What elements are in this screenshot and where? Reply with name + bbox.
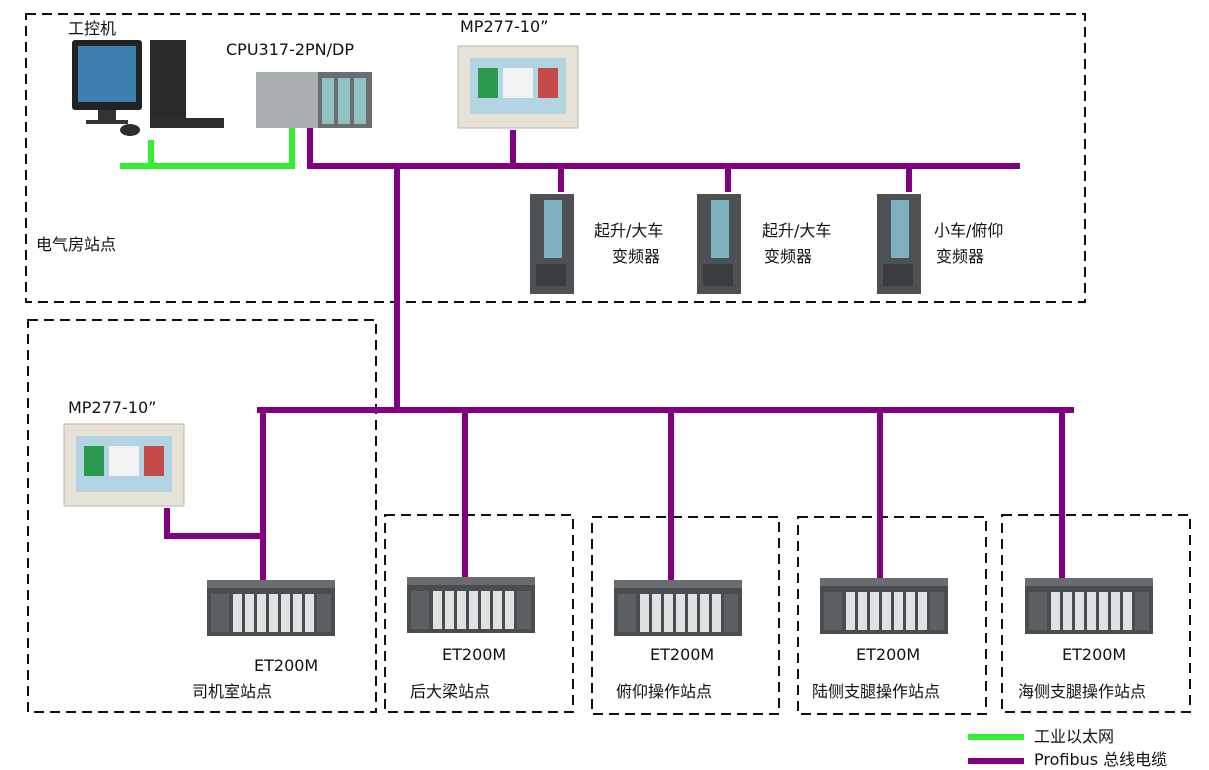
et2-label: ET200M <box>442 645 507 664</box>
vfd2-label-line1: 起升/大车 <box>762 221 832 240</box>
vfd3-label-line1: 小车/俯仰 <box>934 221 1004 240</box>
et5-icon <box>1025 578 1153 634</box>
cpu-label: CPU317-2PN/DP <box>226 40 354 59</box>
luffing-label: 俯仰操作站点 <box>616 682 713 701</box>
et1-label: ET200M <box>254 656 319 675</box>
ipc-computer-icon <box>72 40 224 136</box>
ethernet-line <box>120 128 295 169</box>
et4-label: ET200M <box>856 645 921 664</box>
legend-profibus-label: Profibus 总线电缆 <box>1034 750 1168 769</box>
hmi-top-icon <box>457 45 579 129</box>
et1-icon <box>207 580 335 636</box>
vfd1-label-line2: 变频器 <box>612 247 661 266</box>
cpu-rack-icon <box>256 72 372 128</box>
sea-leg-label: 海侧支腿操作站点 <box>1018 682 1147 701</box>
et3-label: ET200M <box>650 645 715 664</box>
vfd3-icon <box>877 194 921 294</box>
vfd2-icon <box>697 194 741 294</box>
et2-icon <box>407 577 535 633</box>
electrical-room-box <box>25 13 1086 303</box>
legend-profibus-swatch <box>968 758 1024 764</box>
legend-ethernet-swatch <box>968 734 1024 740</box>
et3-icon <box>614 580 742 636</box>
land-leg-label: 陆侧支腿操作站点 <box>812 682 941 701</box>
profibus-network <box>164 128 1074 582</box>
vfd1-icon <box>530 194 574 294</box>
legend-ethernet-label: 工业以太网 <box>1034 727 1115 746</box>
et5-label: ET200M <box>1062 645 1127 664</box>
hmi-left-icon <box>63 423 185 507</box>
et4-icon <box>820 578 948 634</box>
hmi-top-label: MP277-10” <box>460 17 549 36</box>
vfd1-label-line1: 起升/大车 <box>594 221 664 240</box>
driver-cab-label: 司机室站点 <box>192 682 273 701</box>
rear-girder-label: 后大梁站点 <box>410 682 491 701</box>
vfd3-label-line2: 变频器 <box>936 247 985 266</box>
electrical-room-label: 电气房站点 <box>36 235 117 254</box>
vfd2-label-line2: 变频器 <box>764 247 813 266</box>
hmi-left-label: MP277-10” <box>68 398 157 417</box>
ipc-label: 工控机 <box>68 19 117 38</box>
driver-cab-box <box>27 319 377 713</box>
